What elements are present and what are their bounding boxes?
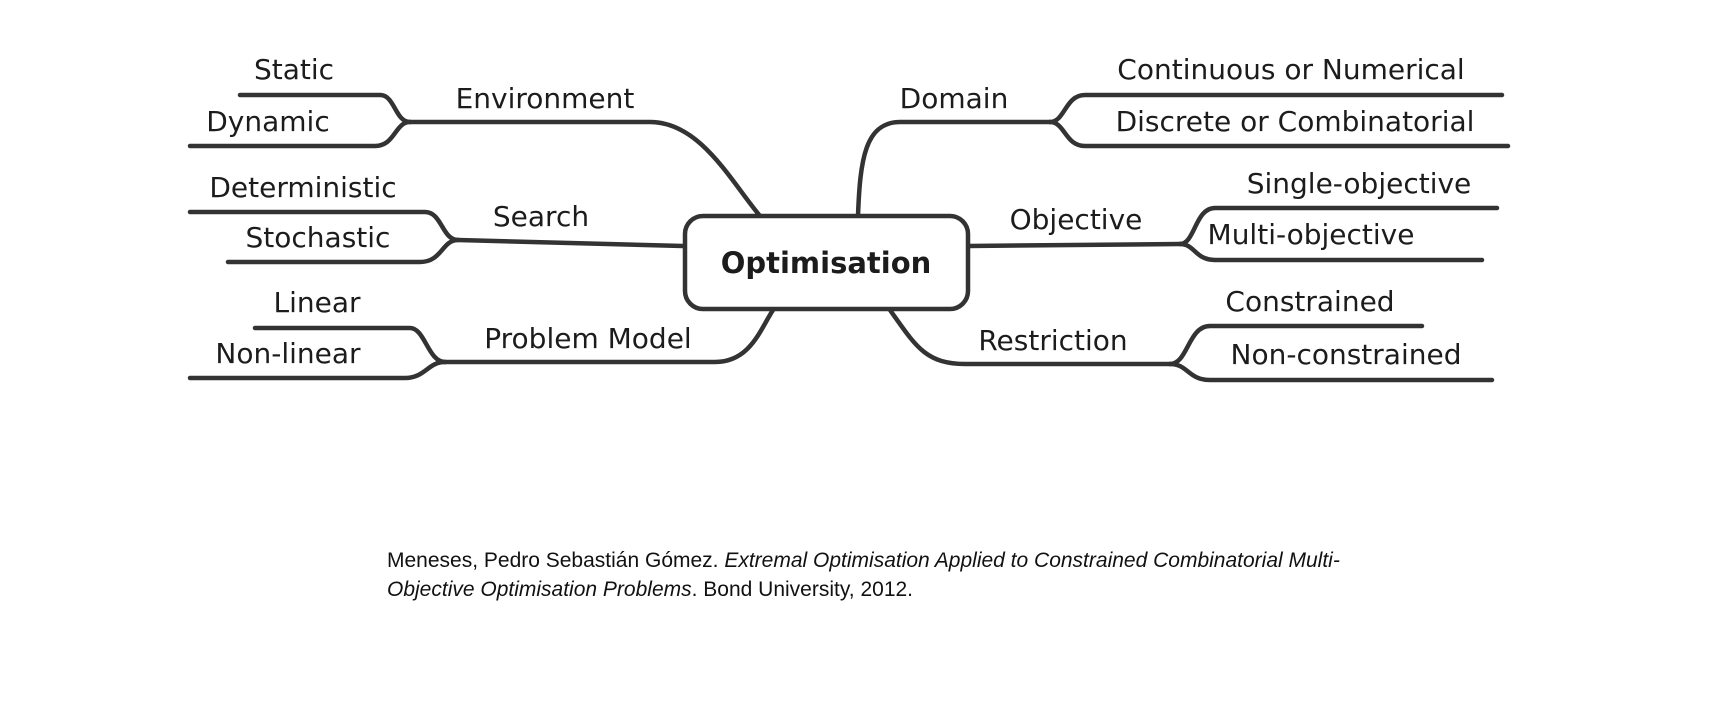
leaf-label-single-objective: Single-objective: [1247, 167, 1472, 200]
branch-label-restriction: Restriction: [978, 324, 1127, 357]
leaf-line-discrete: [1047, 119, 1511, 149]
leaf-line-dynamic: [187, 119, 413, 149]
leaf-line-stochastic: [225, 237, 461, 265]
branch-line-problem-model: [442, 307, 776, 365]
center-node: Optimisation: [682, 213, 971, 312]
citation-title: Extremal Optimisation Applied to Constra…: [387, 549, 1340, 601]
branch-label-objective: Objective: [1010, 203, 1143, 236]
leaf-line-multi-objective: [1177, 241, 1485, 263]
branch-label-domain: Domain: [900, 82, 1009, 115]
branch-line-domain: [855, 119, 1053, 219]
branch-line-objective: [965, 241, 1183, 249]
branch-line-restriction: [887, 307, 1173, 367]
branch-problem-model-lines: [187, 307, 776, 381]
branch-objective-lines: [965, 205, 1500, 263]
branch-line-search: [455, 237, 686, 249]
branch-environment-lines: [187, 92, 763, 219]
leaf-label-multi-objective: Multi-objective: [1208, 218, 1415, 251]
center-node-label: Optimisation: [721, 246, 932, 280]
leaf-line-non-linear: [187, 359, 448, 381]
branch-line-environment: [407, 119, 763, 219]
leaf-label-discrete-or-combinatorial: Discrete or Combinatorial: [1116, 105, 1475, 138]
leaf-label-dynamic: Dynamic: [206, 105, 329, 138]
citation-authors: Meneses, Pedro Sebastián Gómez.: [387, 549, 725, 572]
branch-label-problem-model: Problem Model: [484, 322, 691, 355]
branch-search-lines: [187, 209, 686, 265]
leaf-label-deterministic: Deterministic: [209, 171, 396, 204]
leaf-label-non-constrained: Non-constrained: [1231, 338, 1462, 371]
branch-label-search: Search: [493, 200, 589, 233]
branch-restriction-lines: [887, 307, 1495, 383]
branch-label-environment: Environment: [456, 82, 635, 115]
leaf-label-constrained: Constrained: [1225, 285, 1394, 318]
citation: Meneses, Pedro Sebastián Gómez. Extremal…: [387, 546, 1347, 604]
leaf-label-non-linear: Non-linear: [215, 337, 361, 370]
leaf-label-stochastic: Stochastic: [246, 221, 391, 254]
leaf-label-linear: Linear: [273, 286, 361, 319]
citation-publisher: . Bond University, 2012.: [691, 578, 914, 601]
optimisation-mind-map: Optimisation Environment Search Problem …: [187, 53, 1511, 383]
leaf-label-continuous-or-numerical: Continuous or Numerical: [1117, 53, 1464, 86]
leaf-line-non-constrained: [1167, 361, 1495, 383]
center-node-box: [682, 213, 971, 312]
branch-domain-lines: [855, 92, 1511, 219]
leaf-label-static: Static: [254, 53, 334, 86]
